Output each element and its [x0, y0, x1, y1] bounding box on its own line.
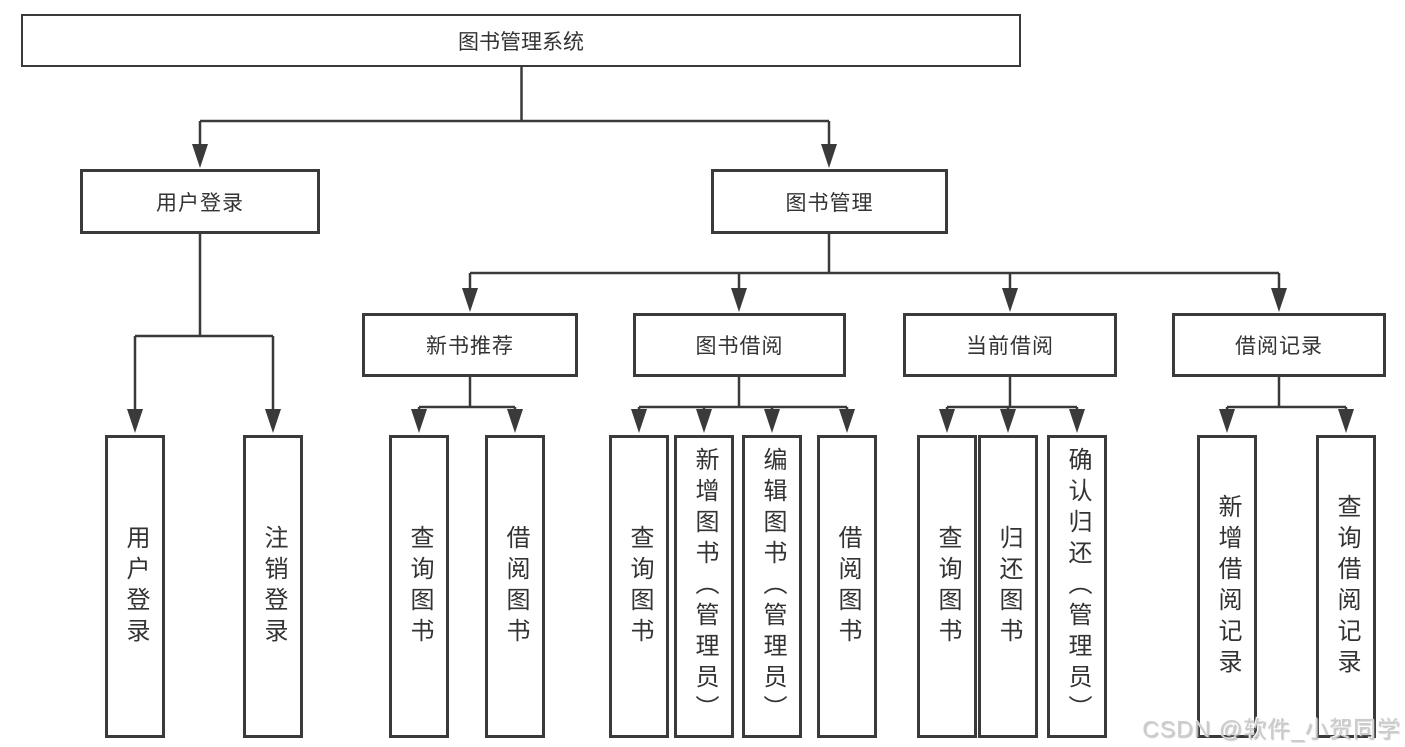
- arrowhead: [696, 409, 712, 433]
- arrowhead: [631, 409, 647, 433]
- node-label: 新书推荐: [426, 335, 514, 358]
- node-new-book-recommend: 新书推荐: [362, 313, 578, 377]
- leaf-user-login: 用户登录: [105, 435, 165, 738]
- leaf-query-borrow-record: 查询借阅记录: [1316, 435, 1376, 738]
- arrowhead: [1000, 409, 1016, 433]
- arrowhead: [1271, 288, 1287, 312]
- node-label: 图书管理: [785, 191, 874, 215]
- node-root-system: 图书管理系统: [21, 14, 1021, 67]
- arrowhead: [1002, 288, 1018, 312]
- node-book-borrow: 图书借阅: [633, 313, 846, 377]
- node-label: 借阅记录: [1235, 335, 1323, 358]
- leaf-label: 编辑图书（管理员）: [759, 447, 786, 726]
- node-book-management: 图书管理: [711, 169, 948, 234]
- leaf-confirm-return-admin: 确认归还（管理员）: [1047, 435, 1107, 738]
- arrowhead: [839, 409, 855, 433]
- leaf-label: 查询图书: [406, 524, 433, 649]
- node-current-borrow: 当前借阅: [903, 313, 1117, 377]
- arrowhead: [1219, 409, 1235, 433]
- arrowhead: [462, 288, 478, 312]
- leaf-label: 查询图书: [934, 524, 961, 649]
- node-user-login: 用户登录: [80, 169, 320, 234]
- node-label: 当前借阅: [966, 335, 1054, 358]
- csdn-watermark: CSDN @软件_小贺同学: [1142, 716, 1401, 742]
- leaf-label: 借阅图书: [834, 524, 861, 649]
- leaf-logout: 注销登录: [243, 435, 303, 738]
- arrowhead: [411, 409, 427, 433]
- leaf-label: 查询借阅记录: [1333, 493, 1360, 680]
- node-label: 图书借阅: [695, 335, 784, 358]
- leaf-return-books: 归还图书: [978, 435, 1038, 738]
- node-borrow-records: 借阅记录: [1172, 313, 1386, 377]
- leaf-edit-books-admin: 编辑图书（管理员）: [742, 435, 802, 738]
- leaf-borrow-books: 借阅图书: [817, 435, 877, 738]
- arrowhead: [192, 144, 208, 168]
- leaf-label: 借阅图书: [502, 524, 529, 649]
- leaf-label: 新增借阅记录: [1214, 493, 1241, 680]
- leaf-label: 查询图书: [626, 524, 653, 649]
- leaf-label: 确认归还（管理员）: [1064, 447, 1091, 726]
- leaf-label: 用户登录: [122, 524, 149, 649]
- arrowhead: [939, 409, 955, 433]
- arrowhead: [821, 144, 837, 168]
- arrowhead: [265, 409, 281, 433]
- arrowhead: [507, 409, 523, 433]
- leaf-label: 归还图书: [995, 524, 1022, 649]
- arrowhead: [1069, 409, 1085, 433]
- arrowhead: [127, 409, 143, 433]
- node-label: 图书管理系统: [458, 30, 584, 54]
- arrowhead: [764, 409, 780, 433]
- arrowhead: [731, 288, 747, 312]
- leaf-label: 新增图书（管理员）: [691, 447, 718, 726]
- leaf-query-books-borrow: 查询图书: [609, 435, 669, 738]
- leaf-borrow-books-recommend: 借阅图书: [485, 435, 545, 738]
- leaf-add-books-admin: 新增图书（管理员）: [674, 435, 734, 738]
- leaf-query-books-recommend: 查询图书: [389, 435, 449, 738]
- leaf-query-books-current: 查询图书: [917, 435, 977, 738]
- arrowhead: [1338, 409, 1354, 433]
- leaf-add-borrow-record: 新增借阅记录: [1197, 435, 1257, 738]
- leaf-label: 注销登录: [260, 524, 287, 649]
- node-label: 用户登录: [156, 191, 244, 215]
